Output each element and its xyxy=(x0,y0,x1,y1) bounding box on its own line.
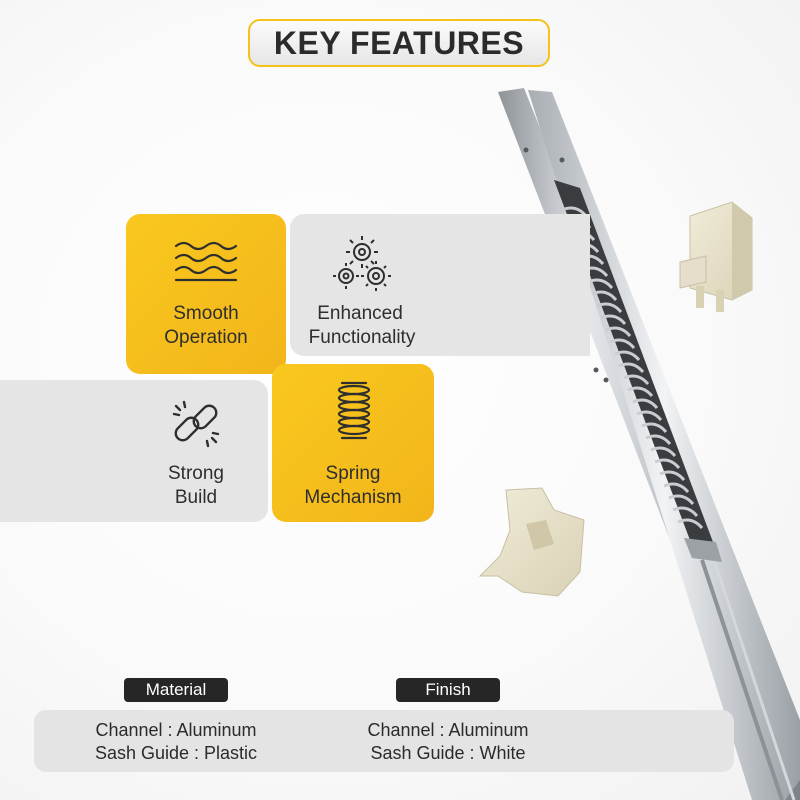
feature-card-enhanced-functionality: Enhanced Functionality xyxy=(290,214,590,356)
feature-label-line2: Build xyxy=(174,487,218,508)
feature-card-strong-build: Strong Build xyxy=(0,380,268,522)
specs-panel xyxy=(34,710,734,772)
gears-icon xyxy=(333,236,391,291)
coil-spring-icon xyxy=(337,381,371,440)
feature-label-line2: Operation xyxy=(164,327,248,348)
feature-label-line1: Smooth xyxy=(173,303,239,324)
finish-channel-text: Channel : Aluminum xyxy=(367,720,529,740)
feature-card-smooth-operation: Smooth Operation xyxy=(126,214,286,374)
feature-label-line1: Spring xyxy=(325,463,381,484)
material-tag: Material xyxy=(124,678,228,702)
feature-card-spring-mechanism: Spring Mechanism xyxy=(272,364,434,522)
page-title: KEY FEATURES xyxy=(248,19,550,67)
waves-icon xyxy=(174,241,238,282)
channel-balance-product-image xyxy=(498,88,800,800)
feature-label-line2: Mechanism xyxy=(304,487,402,508)
finish-tag: Finish xyxy=(396,678,500,702)
feature-label-line2: Functionality xyxy=(308,327,416,348)
finish-sash-guide-text: Sash Guide : White xyxy=(370,743,526,763)
feature-label-line1: Enhanced xyxy=(317,303,403,324)
sash-guide-part-top xyxy=(679,201,753,312)
material-sash-guide-text: Sash Guide : Plastic xyxy=(94,743,258,763)
feature-label-line1: Strong xyxy=(168,463,224,484)
sash-guide-part-bottom xyxy=(478,487,585,597)
chain-link-icon xyxy=(172,400,220,448)
material-channel-text: Channel : Aluminum xyxy=(95,720,257,740)
